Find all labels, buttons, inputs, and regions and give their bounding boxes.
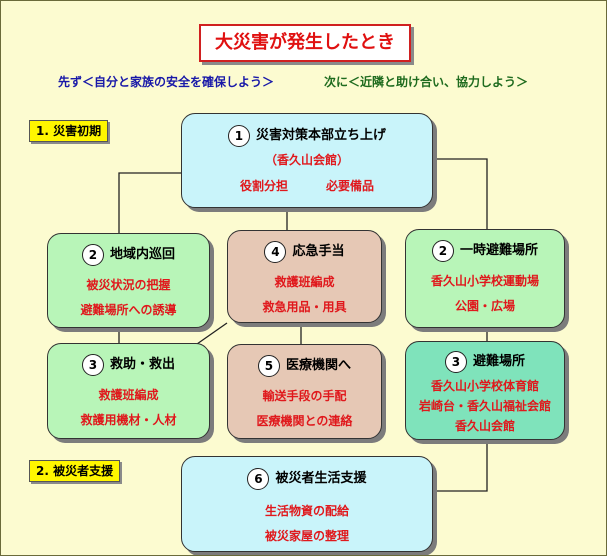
item-transport-arrangement: 輸送手段の手配: [262, 388, 347, 403]
item-required-equipment: 必要備品: [326, 178, 375, 193]
step-number-badge: 4: [264, 240, 287, 263]
node-rescue: 3 救助・救出 救護班編成 救護用機材・人材: [47, 343, 210, 439]
connector-n4-to-n3a: [196, 322, 228, 345]
step-number-badge: 3: [81, 353, 104, 376]
node-area-patrol-heading: 2 地域内巡回: [48, 243, 209, 266]
phase-label-support: 2. 被災者支援: [29, 460, 121, 482]
node-temporary-evacuation: 2 一時避難場所 香久山小学校運動場 公園・広場: [405, 229, 565, 328]
node-evacuation-site: 3 避難場所 香久山小学校体育館 岩崎台・香久山福祉会館 香久山会館: [405, 341, 565, 440]
node-temporary-evacuation-heading: 2 一時避難場所: [406, 239, 564, 262]
node-first-aid-title: 応急手当: [292, 244, 345, 259]
item-evacuation-guidance: 避難場所への誘導: [80, 302, 177, 317]
item-rescue-team-formation: 救護班編成: [98, 387, 159, 402]
step-number-badge: 6: [247, 467, 270, 490]
step-number-badge: 3: [444, 350, 467, 373]
connector-n1-to-left: [118, 172, 181, 233]
node-victim-support-heading: 6 被災者生活支援: [182, 467, 432, 490]
node-first-aid: 4 応急手当 救護班編成 救急用品・用具: [227, 230, 382, 323]
item-rescue-team-formation: 救護班編成: [274, 274, 335, 289]
node-medical-institutions: 5 医療機関へ 輸送手段の手配 医療機関との連絡: [227, 344, 382, 439]
node-disaster-hq-title: 災害対策本部立ち上げ: [255, 128, 386, 143]
item-medical-contact: 医療機関との連絡: [256, 413, 353, 428]
node-medical-institutions-title: 医療機関へ: [285, 358, 351, 373]
connector-n3b-to-n6: [433, 440, 488, 492]
item-supply-distribution: 生活物資の配給: [264, 503, 349, 518]
node-evacuation-site-heading: 3 避難場所: [406, 350, 564, 373]
step-number-badge: 1: [227, 124, 250, 147]
node-disaster-hq-items: 役割分担 必要備品: [182, 175, 432, 194]
subtitle-cooperation: 次に＜近隣と助け合い、協力しよう＞: [324, 75, 529, 89]
node-disaster-hq-location: （香久山会館）: [264, 152, 349, 167]
item-role-assignment: 役割分担: [239, 178, 288, 193]
node-disaster-hq: 1 災害対策本部立ち上げ （香久山会館） 役割分担 必要備品: [181, 113, 433, 208]
item-parks-plazas: 公園・広場: [454, 298, 515, 313]
item-school-gym: 香久山小学校体育館: [430, 378, 539, 393]
node-first-aid-heading: 4 応急手当: [228, 240, 381, 263]
node-victim-support-title: 被災者生活支援: [275, 471, 367, 486]
node-rescue-heading: 3 救助・救出: [48, 353, 209, 376]
node-area-patrol-title: 地域内巡回: [109, 247, 175, 262]
connector-n1-to-right: [433, 158, 488, 229]
item-emergency-supplies: 救急用品・用具: [262, 299, 347, 314]
node-medical-institutions-heading: 5 医療機関へ: [228, 354, 381, 377]
item-house-cleanup: 被災家屋の整理: [264, 528, 349, 543]
item-welfare-hall: 岩崎台・香久山福祉会館: [418, 398, 551, 413]
node-victim-support: 6 被災者生活支援 生活物資の配給 被災家屋の整理: [181, 456, 433, 552]
item-school-ground: 香久山小学校運動場: [430, 273, 539, 288]
node-evacuation-site-title: 避難場所: [472, 354, 525, 369]
step-number-badge: 5: [257, 354, 280, 377]
item-rescue-equipment-staff: 救護用機材・人材: [80, 412, 177, 427]
item-kaguyama-hall: 香久山会館: [454, 418, 515, 433]
page-title: 大災害が発生したとき: [199, 24, 411, 62]
step-number-badge: 2: [431, 239, 454, 262]
node-disaster-hq-heading: 1 災害対策本部立ち上げ: [182, 124, 432, 147]
phase-label-initial: 1. 災害初期: [29, 120, 109, 142]
node-temporary-evacuation-title: 一時避難場所: [459, 243, 538, 258]
step-number-badge: 2: [81, 243, 104, 266]
node-area-patrol: 2 地域内巡回 被災状況の把握 避難場所への誘導: [47, 233, 210, 328]
item-damage-assessment: 被災状況の把握: [86, 277, 171, 292]
subtitle-self-safety: 先ず＜自分と家族の安全を確保しよう＞: [58, 75, 275, 89]
node-rescue-title: 救助・救出: [109, 357, 175, 372]
